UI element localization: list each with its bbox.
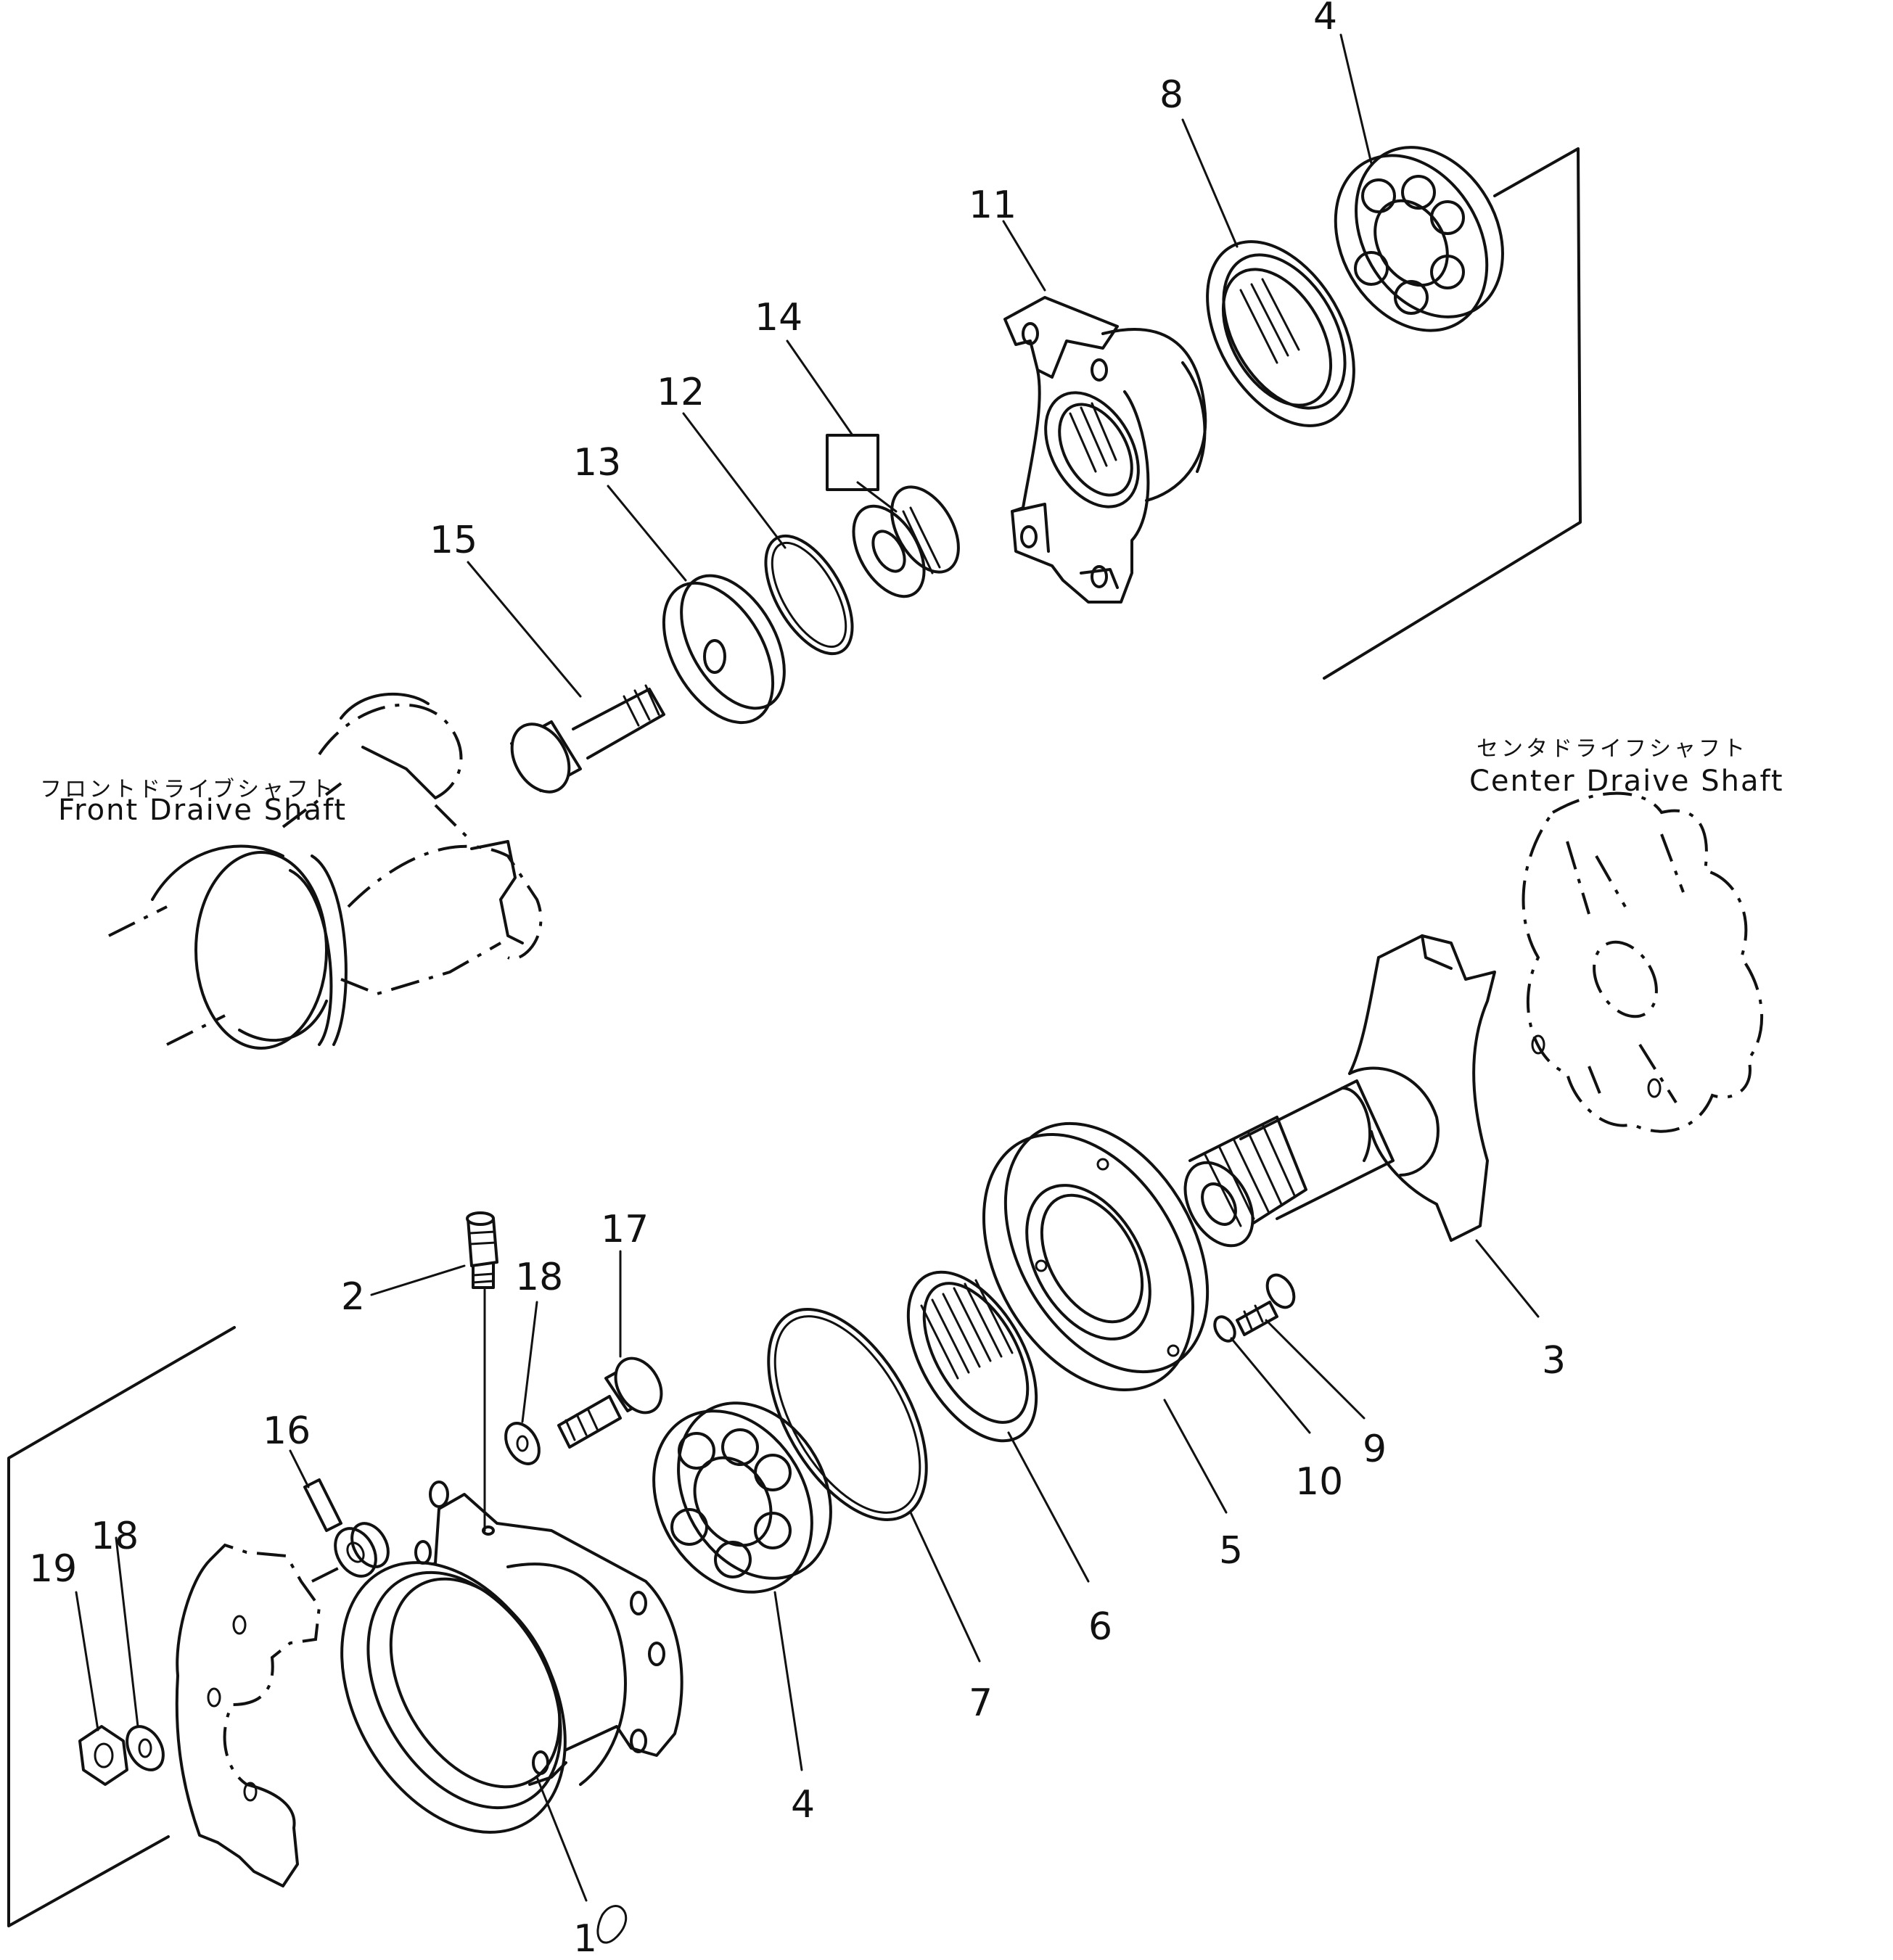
callout-18-lower: 18 <box>91 1515 139 1558</box>
callout-9: 9 <box>1363 1428 1387 1471</box>
callout-7: 7 <box>969 1681 993 1725</box>
part-19-nut <box>78 1725 128 1786</box>
companion-flange <box>175 1543 321 1887</box>
callout-15: 15 <box>430 519 477 562</box>
part-5-cover <box>982 1121 1210 1392</box>
leader-lines <box>75 33 1540 1902</box>
callout-18-upper: 18 <box>515 1256 563 1299</box>
part-2-breather <box>466 1211 498 1532</box>
part-6-bearing <box>906 1270 1038 1443</box>
part-18-washer-lower <box>126 1725 165 1771</box>
callout-10: 10 <box>1295 1460 1343 1504</box>
callout-11: 11 <box>969 184 1017 227</box>
part-12-o-ring <box>764 534 854 656</box>
part-16-fitting <box>303 1478 390 1583</box>
part-9-bolt <box>1236 1273 1296 1336</box>
callout-5: 5 <box>1219 1529 1243 1573</box>
captions: フロントドライブシャフト Front Draive Shaft センタドライフシ… <box>40 736 1784 827</box>
front-drive-shaft-caption-en: Front Draive Shaft <box>58 794 347 827</box>
center-drive-shaft-caption-en: Center Draive Shaft <box>1469 765 1784 798</box>
callout-14: 14 <box>755 296 802 339</box>
center-drive-shaft <box>1522 791 1764 1133</box>
callout-8: 8 <box>1159 73 1183 117</box>
part-18-washer-upper <box>504 1422 541 1465</box>
front-drive-shaft <box>108 692 543 1050</box>
part-15-bolt <box>510 684 665 794</box>
upper-assembly-bracket <box>1323 147 1582 680</box>
part-3-splined-yoke <box>1183 934 1496 1248</box>
callout-4-upper: 4 <box>1313 0 1337 38</box>
part-13-washer <box>662 574 786 725</box>
part-1-case <box>340 1481 683 1944</box>
part-7-o-ring <box>767 1308 928 1521</box>
part-4-ball-bearing-upper <box>1334 146 1504 332</box>
front-drive-shaft-caption-jp: フロントドライブシャフト <box>40 777 336 802</box>
callout-12: 12 <box>657 371 705 414</box>
callout-19: 19 <box>29 1547 77 1591</box>
center-drive-shaft-caption-jp: センタドライフシャフト <box>1477 736 1748 762</box>
callout-13: 13 <box>573 441 621 485</box>
callout-3: 3 <box>1542 1339 1566 1383</box>
callout-4-lower: 4 <box>791 1783 815 1827</box>
part-8-bearing-race <box>1206 240 1355 427</box>
part-17-bolt <box>557 1356 663 1449</box>
lower-assembly-bracket <box>7 1326 236 1927</box>
part-10-washer <box>1213 1315 1236 1343</box>
part-14-seal <box>826 434 960 598</box>
callout-6: 6 <box>1088 1605 1112 1649</box>
callout-numbers: 4 8 11 14 12 13 15 3 9 10 5 6 7 4 1 2 18… <box>29 0 1566 1960</box>
callout-17: 17 <box>601 1208 649 1251</box>
callout-2: 2 <box>341 1275 365 1319</box>
part-4-ball-bearing-lower <box>652 1401 832 1594</box>
callout-16: 16 <box>263 1409 311 1453</box>
callout-1: 1 <box>573 1917 597 1960</box>
part-11-flange-yoke <box>1003 296 1207 604</box>
